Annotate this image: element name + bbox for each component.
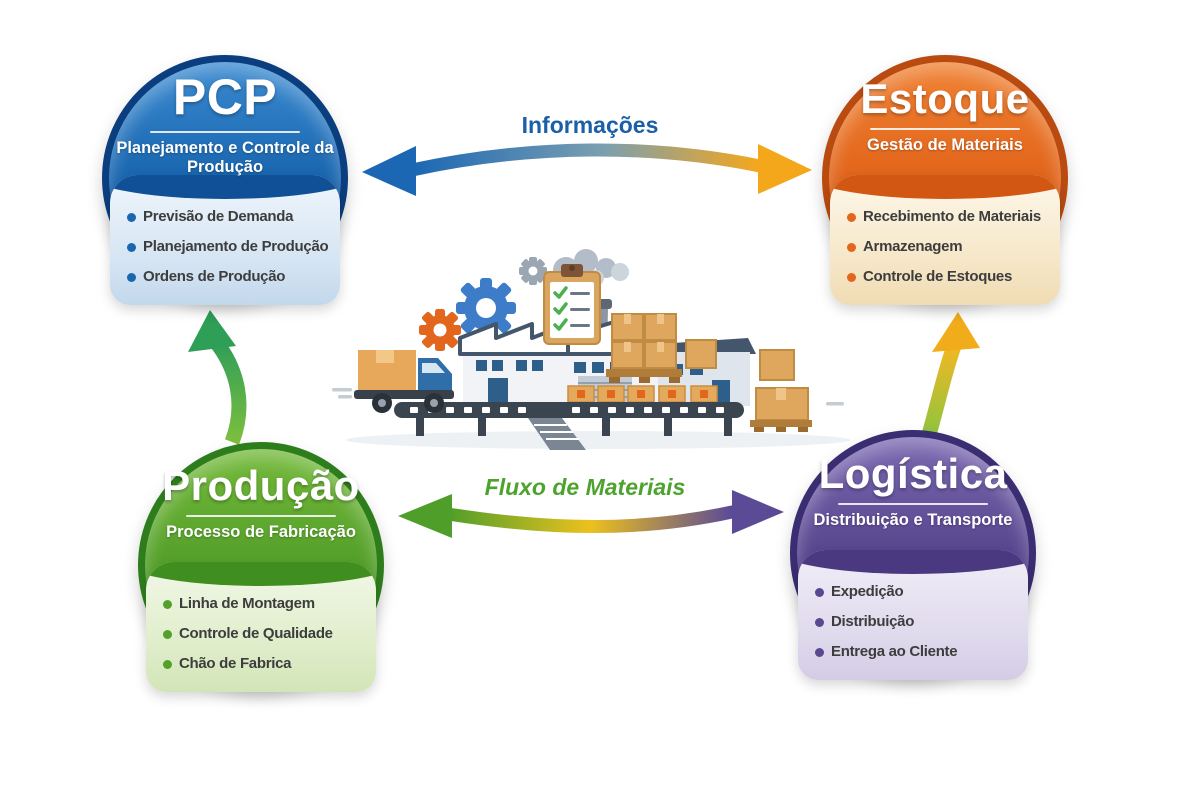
list-item: Previsão de Demanda [126, 202, 334, 232]
logistica-dome: Logística Distribuição e Transporte [790, 430, 1036, 531]
producao-dome: Produção Processo de Fabricação [138, 442, 384, 543]
informacoes-arrow-label: Informações [521, 112, 659, 138]
gear-icon-blue [456, 278, 516, 338]
factory-logistics-illustration [332, 249, 850, 450]
list-item: Planejamento de Produção [126, 232, 334, 262]
list-item: Linha de Montagem [162, 589, 370, 619]
node-title: Logística [818, 450, 1008, 497]
pcp-dome: PCP Planejamento e Controle da Produção [102, 55, 348, 178]
node-subtitle: Processo de Fabricação [166, 523, 356, 542]
list-item: Chão de Fabrica [162, 649, 370, 679]
node-title: Estoque [860, 75, 1030, 122]
fluxo-materiais-arrow-label: Fluxo de Materiais [484, 474, 686, 500]
pcp-item-list: Previsão de Demanda Planejamento de Prod… [110, 175, 340, 305]
estoque-item-list: Recebimento de Materiais Armazenagem Con… [830, 175, 1060, 305]
gear-icon-orange [419, 309, 461, 351]
estoque-dome: Estoque Gestão de Materiais [822, 55, 1068, 156]
title-separator [150, 130, 300, 133]
producao-item-list: Linha de Montagem Controle de Qualidade … [146, 562, 376, 692]
gear-icon-gray [519, 257, 547, 285]
list-item: Recebimento de Materiais [846, 202, 1054, 232]
informacoes-arrow-icon [362, 143, 812, 196]
node-producao: Linha de Montagem Controle de Qualidade … [138, 442, 384, 692]
title-separator [186, 515, 336, 518]
node-title: PCP [172, 69, 278, 125]
box-on-pallet-icon [750, 349, 844, 432]
title-separator [838, 503, 988, 506]
delivery-truck-icon [332, 350, 454, 413]
node-logistica: Expedição Distribuição Entrega ao Client… [790, 430, 1036, 680]
list-item: Ordens de Produção [126, 262, 334, 292]
logistica-item-list: Expedição Distribuição Entrega ao Client… [798, 550, 1028, 680]
pcp-panel: Previsão de Demanda Planejamento de Prod… [110, 175, 340, 305]
list-item: Entrega ao Cliente [814, 637, 1022, 667]
node-pcp: Previsão de Demanda Planejamento de Prod… [102, 55, 348, 305]
node-estoque: Recebimento de Materiais Armazenagem Con… [822, 55, 1068, 305]
producao-panel: Linha de Montagem Controle de Qualidade … [146, 562, 376, 692]
node-title: Produção [162, 462, 360, 509]
node-subtitle: Planejamento e Controle da Produção [116, 138, 334, 177]
node-subtitle: Distribuição e Transporte [813, 511, 1013, 530]
list-item: Distribuição [814, 607, 1022, 637]
estoque-panel: Recebimento de Materiais Armazenagem Con… [830, 175, 1060, 305]
node-subtitle: Gestão de Materiais [867, 136, 1023, 155]
list-item: Controle de Qualidade [162, 619, 370, 649]
producao-to-pcp-arrow-icon [188, 310, 247, 445]
list-item: Expedição [814, 577, 1022, 607]
fluxo-materiais-arrow-icon [398, 490, 784, 538]
conveyor-belt-icon [394, 385, 744, 450]
checklist-clipboard-icon [543, 264, 601, 345]
logistica-panel: Expedição Distribuição Entrega ao Client… [798, 550, 1028, 680]
list-item: Controle de Estoques [846, 262, 1054, 292]
logistica-to-estoque-arrow-icon [920, 312, 980, 441]
title-separator [870, 128, 1020, 131]
pallet-with-boxes-icon [606, 313, 717, 383]
list-item: Armazenagem [846, 232, 1054, 262]
